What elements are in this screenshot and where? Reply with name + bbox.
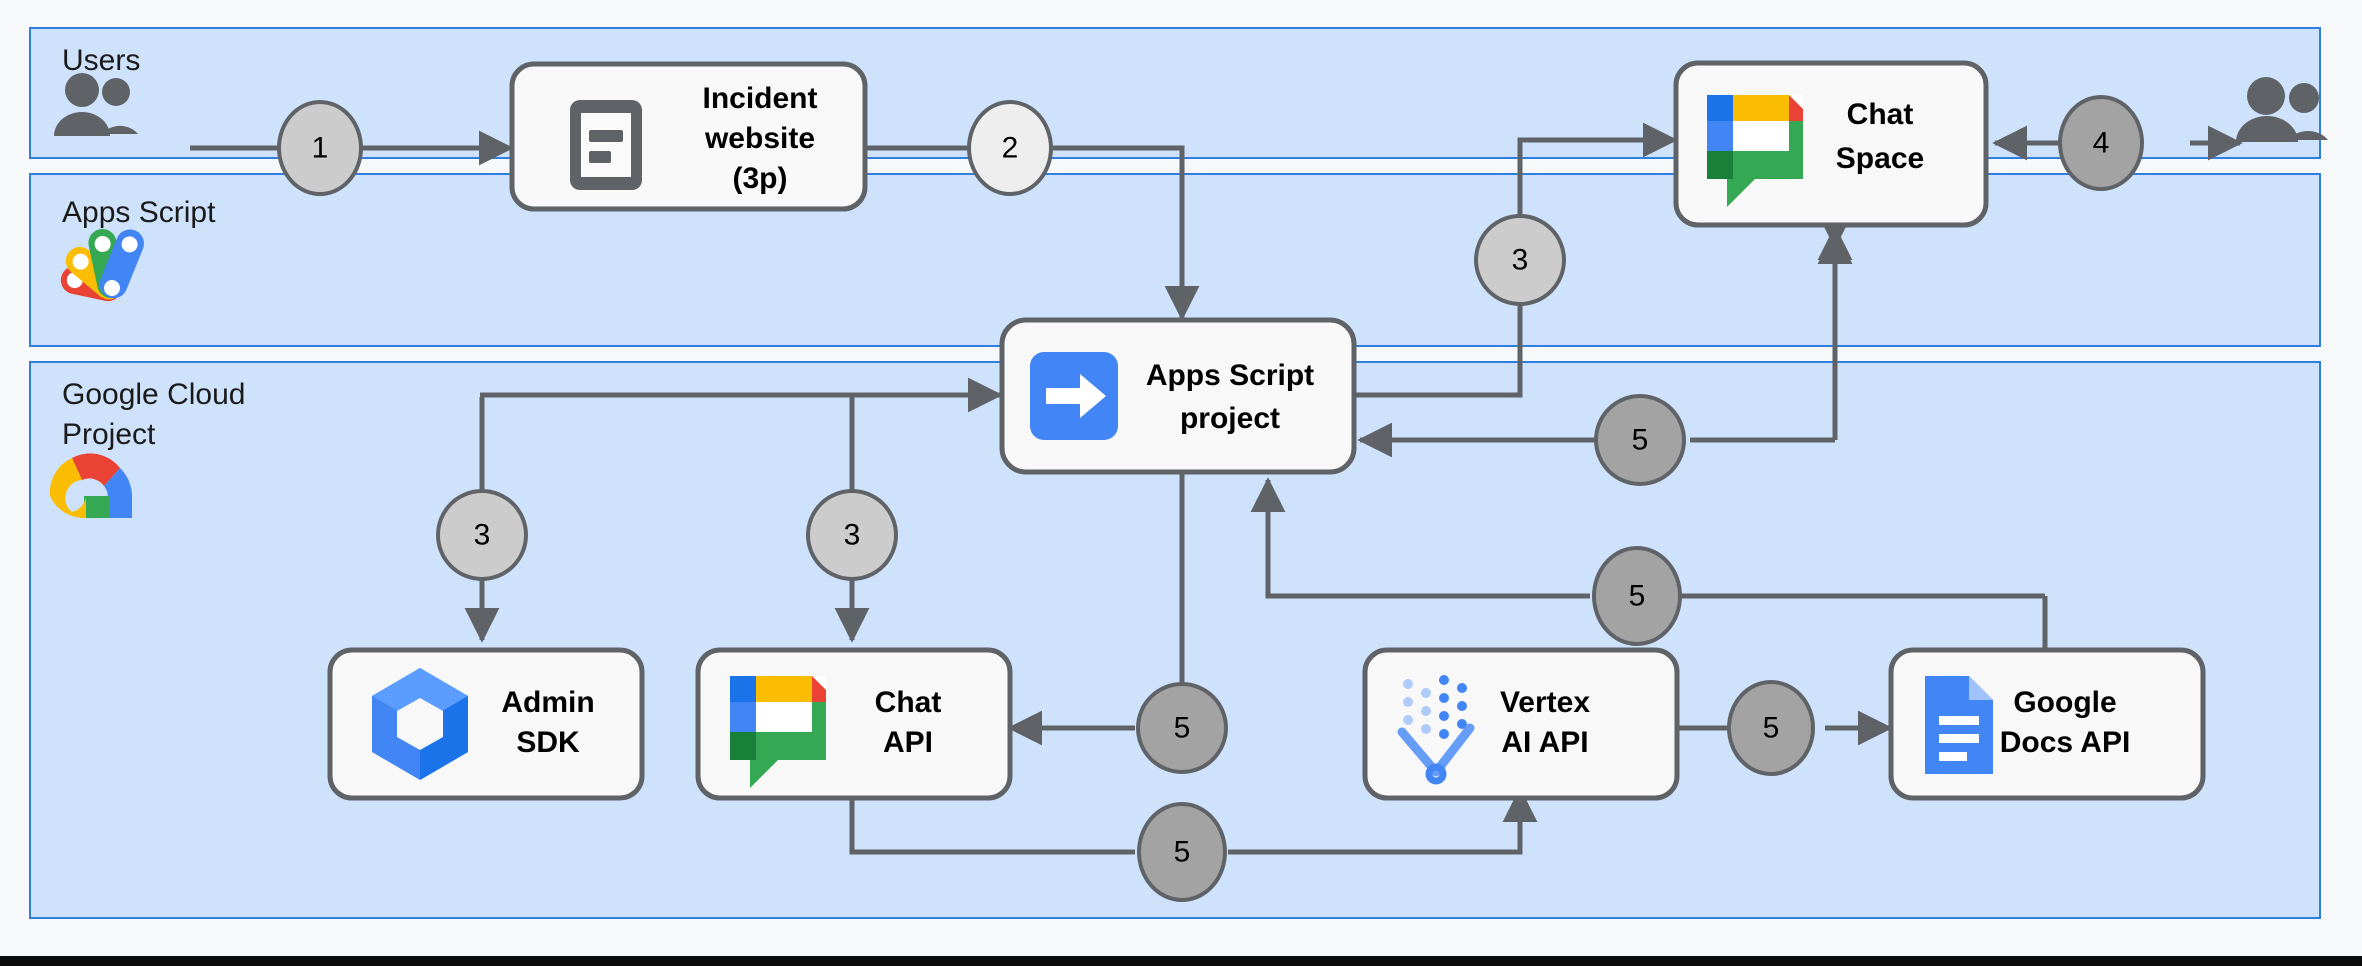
node-apps-script-project-line1: Apps Script [1146, 359, 1314, 392]
step-2[interactable]: 2 [967, 100, 1053, 196]
step-3-to-admin-sdk-value: 3 [474, 519, 491, 552]
step-5-chat-api-to-vertex[interactable]: 5 [1137, 802, 1227, 902]
step-3-to-chat-space[interactable]: 3 [1474, 214, 1566, 306]
step-2-value: 2 [1002, 132, 1019, 165]
people-icon [54, 73, 138, 136]
admin-sdk-icon [372, 668, 468, 780]
google-chat-icon-api [730, 676, 826, 788]
node-apps-script-project[interactable]: Apps Script project [999, 317, 1357, 475]
google-chat-icon [1707, 95, 1803, 207]
node-vertex-ai-api[interactable]: Vertex AI API [1362, 647, 1680, 801]
step-4[interactable]: 4 [2058, 95, 2144, 191]
node-incident-website-line2: website [704, 122, 815, 155]
node-chat-api-line1: Chat [875, 686, 942, 719]
step-1-value: 1 [312, 132, 329, 165]
step-3-to-chat-api-value: 3 [844, 519, 861, 552]
step-5-vertex-to-docs[interactable]: 5 [1727, 680, 1815, 776]
node-admin-sdk-line2: SDK [516, 726, 580, 759]
panel-google-cloud-label-line1: Google Cloud [62, 378, 245, 411]
node-incident-website-line1: Incident [702, 82, 817, 115]
step-3-to-chat-api[interactable]: 3 [806, 489, 898, 581]
node-incident-website-line3: (3p) [733, 162, 788, 195]
step-5-docs-return-value: 5 [1629, 580, 1646, 613]
step-5-chat-api-to-vertex-value: 5 [1174, 836, 1191, 869]
node-chat-space-line2: Space [1836, 142, 1924, 175]
step-5-to-chat-api[interactable]: 5 [1136, 682, 1228, 774]
step-5-docs-return[interactable]: 5 [1592, 546, 1682, 646]
google-docs-icon [1925, 676, 1993, 774]
node-chat-api[interactable]: Chat API [695, 647, 1013, 801]
node-admin-sdk[interactable]: Admin SDK [327, 647, 645, 801]
node-apps-script-project-line2: project [1180, 402, 1280, 435]
step-5-chat-space-return[interactable]: 5 [1594, 394, 1686, 486]
node-vertex-ai-api-line2: AI API [1501, 726, 1588, 759]
step-4-value: 4 [2093, 127, 2110, 160]
node-chat-space-line1: Chat [1847, 98, 1914, 131]
step-5-to-chat-api-value: 5 [1174, 712, 1191, 745]
step-3-to-chat-space-value: 3 [1512, 244, 1529, 277]
people-icon-right [2236, 77, 2328, 142]
node-vertex-ai-api-line1: Vertex [1500, 686, 1590, 719]
step-5-vertex-to-docs-value: 5 [1763, 712, 1780, 745]
node-google-docs-api-line2: Docs API [2000, 726, 2131, 759]
panel-users-label: Users [62, 44, 140, 77]
apps-script-project-icon [1030, 352, 1118, 440]
node-google-docs-api-line1: Google [2013, 686, 2116, 719]
node-google-docs-api[interactable]: Google Docs API [1888, 647, 2206, 801]
panel-google-cloud-label-line2: Project [62, 418, 156, 451]
panel-apps-script-label: Apps Script [62, 196, 216, 229]
google-cloud-logo [49, 453, 133, 519]
flow-5c-b [1228, 787, 1538, 855]
node-admin-sdk-line1: Admin [501, 686, 594, 719]
apps-script-logo [60, 229, 144, 302]
node-incident-website[interactable]: Incident website (3p) [509, 61, 868, 212]
node-chat-space[interactable]: Chat Space [1673, 60, 1989, 228]
flow-5e-left-up [1250, 477, 1590, 599]
node-chat-api-line2: API [883, 726, 933, 759]
vertex-ai-icon [1397, 675, 1475, 785]
step-1[interactable]: 1 [277, 100, 363, 196]
article-icon [570, 100, 642, 190]
step-5-chat-space-return-value: 5 [1632, 424, 1649, 457]
step-3-to-admin-sdk[interactable]: 3 [436, 489, 528, 581]
